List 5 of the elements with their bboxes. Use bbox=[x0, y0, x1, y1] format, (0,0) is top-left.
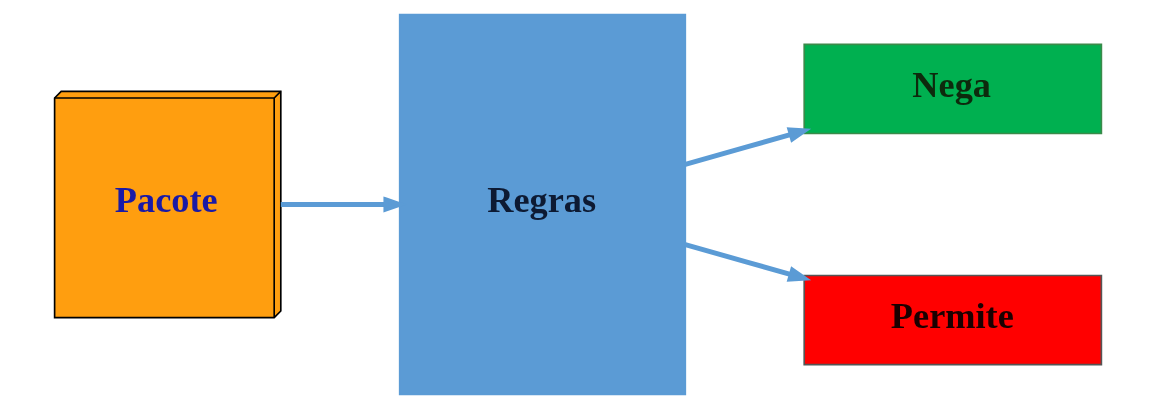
arrow bbox=[684, 127, 811, 167]
node-box: Nega bbox=[802, 43, 1102, 135]
arrow bbox=[684, 242, 811, 282]
node-box: Permite bbox=[802, 274, 1102, 366]
node-box: Regras bbox=[398, 13, 686, 396]
